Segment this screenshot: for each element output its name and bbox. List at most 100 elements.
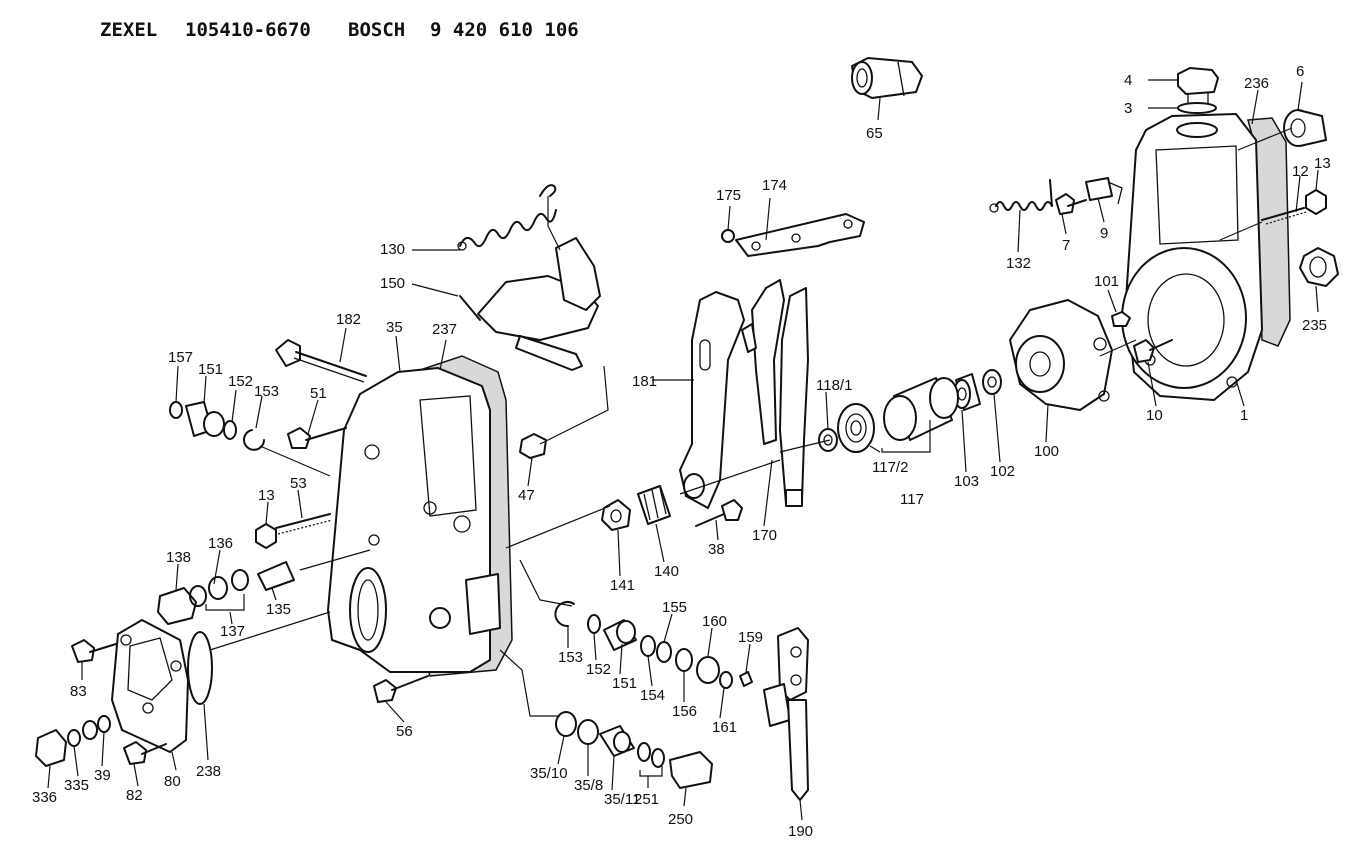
part-250-banjo-bolt <box>669 751 713 789</box>
callout-label: 190 <box>788 823 813 840</box>
part-82-bolt <box>123 741 167 765</box>
callout-label: 160 <box>702 613 727 630</box>
part-160-bush <box>696 656 720 684</box>
callout-label: 336 <box>32 789 57 806</box>
callout-label: 47 <box>518 487 535 504</box>
callout-label: 236 <box>1244 75 1269 92</box>
part-136-137-washers <box>189 569 249 607</box>
part-56-bolt <box>373 675 429 703</box>
leader-lines <box>47 79 1319 821</box>
callout-label: 3 <box>1124 100 1132 117</box>
part-140-spring <box>637 485 671 525</box>
callout-label: 13 <box>1314 155 1331 172</box>
part-102-washer <box>982 369 1002 395</box>
part-170-tension-lever <box>741 279 809 507</box>
callout-label: 132 <box>1006 255 1031 272</box>
part-190-control-lever <box>763 627 809 801</box>
part-100-flyweight-assembly <box>1009 299 1113 411</box>
part-152-washer <box>587 614 601 634</box>
callout-label: 101 <box>1094 273 1119 290</box>
part-181-guide-lever <box>679 291 745 509</box>
part-6-plug <box>1283 109 1327 147</box>
callout-label: 174 <box>762 177 787 194</box>
callout-label: 12 <box>1292 163 1309 180</box>
callout-label: 151 <box>612 675 637 692</box>
part-47-bolt <box>519 433 547 459</box>
bosch-label: BOSCH <box>348 19 405 41</box>
callout-label: 4 <box>1124 72 1132 89</box>
callout-label: 136 <box>208 535 233 552</box>
part-151-bush <box>603 619 637 651</box>
part-235-nut <box>1299 247 1339 287</box>
callout-label: 13 <box>258 487 275 504</box>
callout-label: 1 <box>1240 407 1248 424</box>
part-83-bolt <box>71 639 117 663</box>
callout-label: 103 <box>954 473 979 490</box>
callout-label: 102 <box>990 463 1015 480</box>
part-9-bracket <box>1085 177 1123 205</box>
bosch-part-number: 9 420 610 106 <box>430 19 579 41</box>
part-132-spring <box>989 179 1053 213</box>
callout-label: 117 <box>900 491 924 508</box>
callout-label: 161 <box>712 719 737 736</box>
part-4-plug-bolt <box>1177 67 1219 136</box>
callout-label: 141 <box>610 577 635 594</box>
part-175-clip <box>721 229 735 243</box>
part-101-key <box>1111 311 1131 327</box>
callout-label: 152 <box>586 661 611 678</box>
callout-label: 7 <box>1062 237 1070 254</box>
part-51-bolt <box>287 427 347 449</box>
assembly-lines <box>209 127 1293 717</box>
callout-label: 154 <box>640 687 665 704</box>
part-153-circlip <box>554 601 575 628</box>
part-238-o-ring <box>187 631 213 705</box>
part-callouts: 4 3 236 6 13 12 65 175 174 132 7 9 101 2… <box>32 63 1331 840</box>
part-174-link-lever <box>735 213 865 257</box>
callout-label: 237 <box>432 321 457 338</box>
callout-label: 35/10 <box>530 765 568 782</box>
callout-label: 83 <box>70 683 87 700</box>
callout-label: 181 <box>632 373 657 390</box>
part-13-nut-top <box>1305 189 1327 215</box>
callout-label: 152 <box>228 373 253 390</box>
callout-label: 130 <box>380 241 405 258</box>
part-159-key <box>739 671 753 687</box>
zexel-label: ZEXEL <box>100 19 157 41</box>
callout-label: 6 <box>1296 63 1304 80</box>
part-182-bolt <box>275 339 367 383</box>
part-117-2-bearing <box>837 403 875 453</box>
callout-label: 335 <box>64 777 89 794</box>
callout-label: 235 <box>1302 317 1327 334</box>
callout-label: 35/8 <box>574 777 603 794</box>
part-end-cover-plate <box>111 619 189 753</box>
callout-label: 159 <box>738 629 763 646</box>
zexel-part-number: 105410-6670 <box>185 19 311 41</box>
part-13-nut-left <box>255 523 277 549</box>
callout-label: 182 <box>336 311 361 328</box>
callout-label: 51 <box>310 385 327 402</box>
part-161-washer <box>719 671 733 689</box>
callout-label: 251 <box>634 791 659 808</box>
callout-label: 175 <box>716 187 741 204</box>
part-336-cap-nut <box>35 729 67 767</box>
callout-label: 137 <box>220 623 245 640</box>
callout-label: 140 <box>654 563 679 580</box>
callout-label: 151 <box>198 361 223 378</box>
callout-label: 170 <box>752 527 777 544</box>
part-141-nut <box>601 499 631 531</box>
callout-label: 153 <box>254 383 279 400</box>
part-138-cap-nut <box>157 587 197 625</box>
callout-label: 35/11 <box>604 791 640 808</box>
part-150-control-lever <box>459 237 601 371</box>
callout-label: 118/1 <box>816 377 852 394</box>
callout-label: 56 <box>396 723 413 740</box>
part-12-stud <box>1261 207 1307 225</box>
part-35-governor-cover <box>327 355 513 677</box>
part-7-screw <box>1055 193 1087 215</box>
callout-label: 157 <box>168 349 193 366</box>
part-53-stud <box>275 513 333 535</box>
callout-label: 80 <box>164 773 181 790</box>
callout-label: 53 <box>290 475 307 492</box>
part-130-spring <box>457 184 557 251</box>
